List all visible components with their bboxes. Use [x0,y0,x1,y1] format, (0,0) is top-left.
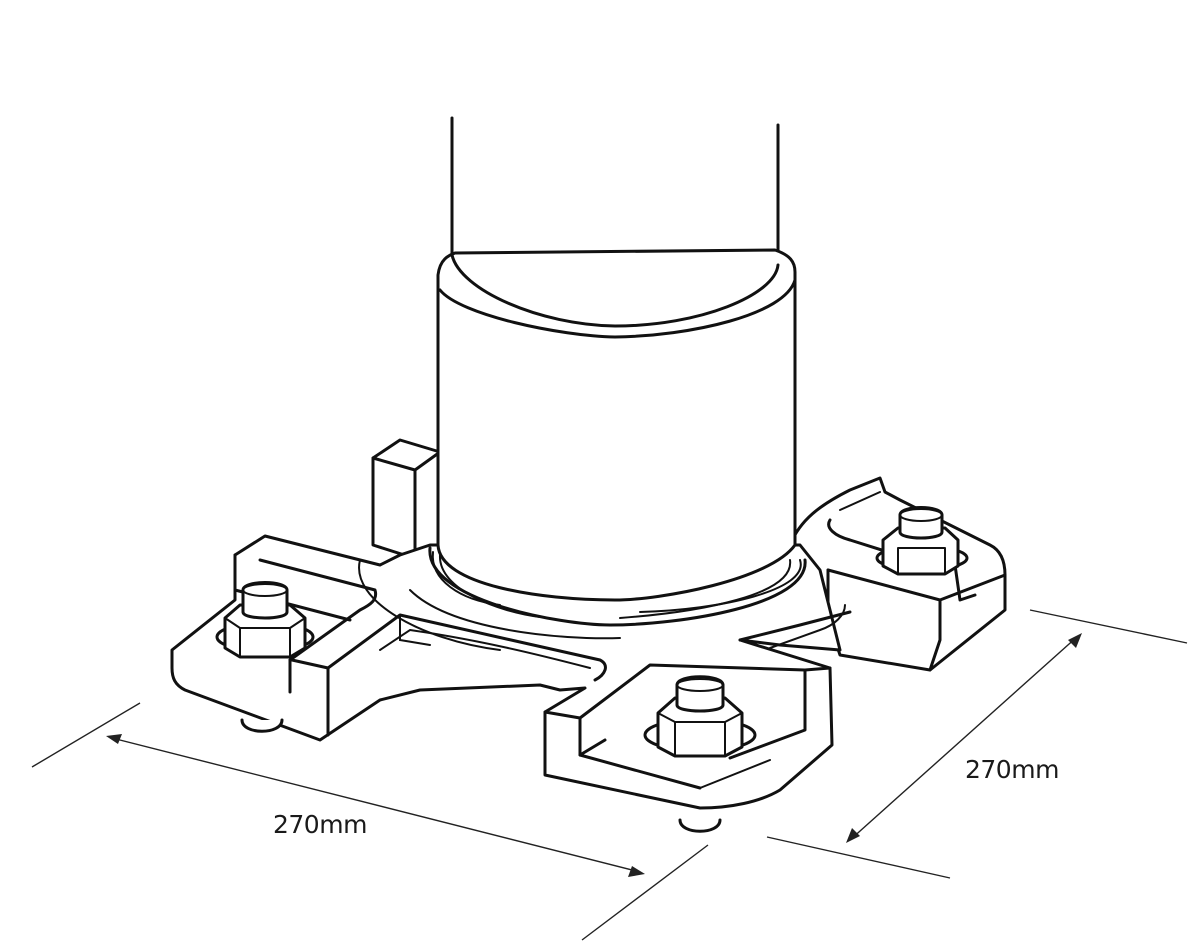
depth-dimension [766,609,1188,879]
width-dimension [31,702,709,941]
back-right-bolt [875,506,969,576]
depth-dimension-label: 270mm [965,755,1059,784]
front-bolt [643,675,757,833]
collar [431,248,802,613]
back-left-lug [371,438,442,562]
front-left-bolt [215,581,315,733]
width-dimension-label: 270mm [273,810,367,839]
